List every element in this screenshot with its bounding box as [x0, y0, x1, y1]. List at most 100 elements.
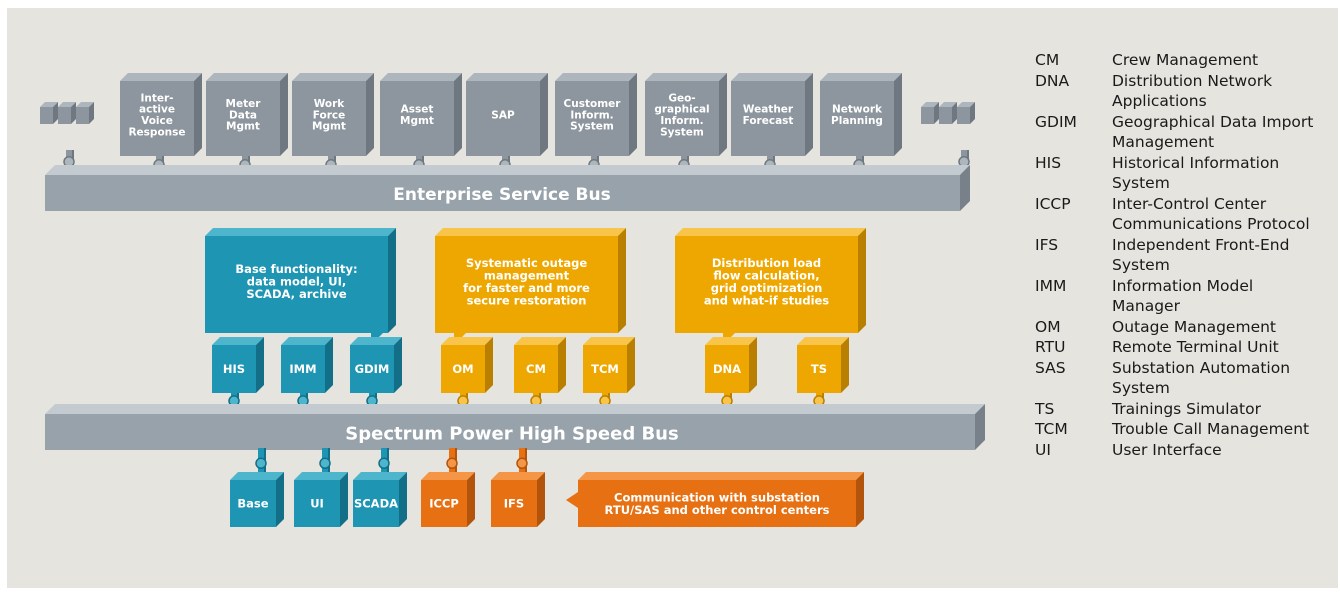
legend-row: TS Trainings Simulator: [1035, 399, 1335, 420]
legend-definition: Outage Management: [1112, 317, 1277, 336]
module-connector: [319, 448, 331, 482]
legend-definition: Trainings Simulator: [1112, 399, 1261, 418]
enterprise-service-bus: Enterprise Service Bus: [45, 165, 970, 211]
high-speed-bus-label: Spectrum Power High Speed Bus: [345, 423, 678, 444]
legend-abbreviation: GDIM: [1035, 112, 1077, 131]
module-ifs: IFS: [491, 472, 545, 527]
legend-abbreviation: CM: [1035, 51, 1060, 69]
module-label: ICCP: [429, 497, 459, 511]
legend-row: RTU Remote Terminal Unit: [1035, 337, 1335, 358]
enterprise-connector: [958, 150, 970, 176]
legend-abbreviation: DNA: [1035, 71, 1070, 90]
legend-definition: Inter-Control Center Communications Prot…: [1112, 194, 1310, 234]
module-label: SCADA: [354, 497, 398, 511]
legend-row: OM Outage Management: [1035, 317, 1335, 338]
legend-abbreviation: TS: [1035, 399, 1055, 418]
legend-row: DNA Distribution Network Applications: [1035, 71, 1335, 112]
module-om: OM: [441, 337, 493, 393]
legend-definition: Independent Front-End System: [1112, 235, 1290, 275]
legend-definition: Historical Information System: [1112, 153, 1280, 193]
legend-definition: Crew Management: [1112, 51, 1259, 69]
legend-abbreviation: RTU: [1035, 338, 1066, 356]
module-label: CM: [526, 362, 546, 376]
legend-abbreviation: HIS: [1035, 153, 1062, 172]
legend-definition: Remote Terminal Unit: [1112, 338, 1279, 356]
legend-definition: Information Model Manager: [1112, 276, 1254, 316]
legend-row: ICCP Inter-Control Center Communications …: [1035, 194, 1335, 235]
legend-definition: User Interface: [1112, 440, 1222, 459]
legend-row: CM Crew Management: [1035, 50, 1335, 71]
module-connector: [446, 448, 458, 482]
module-ts: TS: [797, 337, 849, 393]
ellipsis-box: [939, 102, 957, 124]
module-gdim: GDIM: [350, 337, 402, 393]
module-connector: [255, 448, 267, 482]
module-label: DNA: [713, 362, 741, 376]
module-cm: CM: [514, 337, 566, 393]
module-label: OM: [452, 362, 473, 376]
ellipsis-box: [40, 102, 58, 124]
module-connector: [297, 391, 309, 413]
module-label: TS: [811, 362, 827, 376]
module-dna: DNA: [705, 337, 757, 393]
enterprise-system-box: SAP: [466, 73, 548, 156]
module-connector: [457, 391, 469, 413]
module-connector: [366, 391, 378, 413]
high-speed-bus: Spectrum Power High Speed Bus: [45, 404, 985, 450]
module-label: IFS: [504, 497, 524, 511]
module-tcm: TCM: [583, 337, 635, 393]
module-iccp: ICCP: [421, 472, 475, 527]
module-connector: [721, 391, 733, 413]
ellipsis-box: [957, 102, 975, 124]
module-scada: SCADA: [353, 472, 407, 527]
callout-blue: Base functionality:data model, UI,SCADA,…: [205, 228, 396, 345]
module-base: Base: [230, 472, 284, 527]
module-label: UI: [310, 497, 324, 511]
module-label: IMM: [289, 362, 316, 376]
legend-definition: Trouble Call Management: [1112, 420, 1310, 438]
legend-abbreviation: ICCP: [1035, 194, 1071, 213]
module-label: Base: [237, 497, 268, 511]
legend-definition: Distribution Network Applications: [1112, 71, 1273, 111]
legend-abbreviation: IMM: [1035, 276, 1067, 295]
legend-row: HIS Historical Information System: [1035, 153, 1335, 194]
module-imm: IMM: [281, 337, 333, 393]
ellipsis-box: [76, 102, 94, 124]
legend-row: IFS Independent Front-End System: [1035, 235, 1335, 276]
legend-abbreviation: IFS: [1035, 235, 1059, 254]
module-label: GDIM: [355, 362, 390, 376]
module-label: HIS: [223, 362, 245, 376]
enterprise-bus-label: Enterprise Service Bus: [393, 185, 610, 205]
module-connector: [378, 448, 390, 482]
ellipsis-box: [58, 102, 76, 124]
legend-abbreviation: OM: [1035, 317, 1061, 336]
callout-blue-text: Base functionality:data model, UI,SCADA,…: [235, 262, 357, 301]
module-ui: UI: [294, 472, 348, 527]
legend-row: IMM Information Model Manager: [1035, 276, 1335, 317]
